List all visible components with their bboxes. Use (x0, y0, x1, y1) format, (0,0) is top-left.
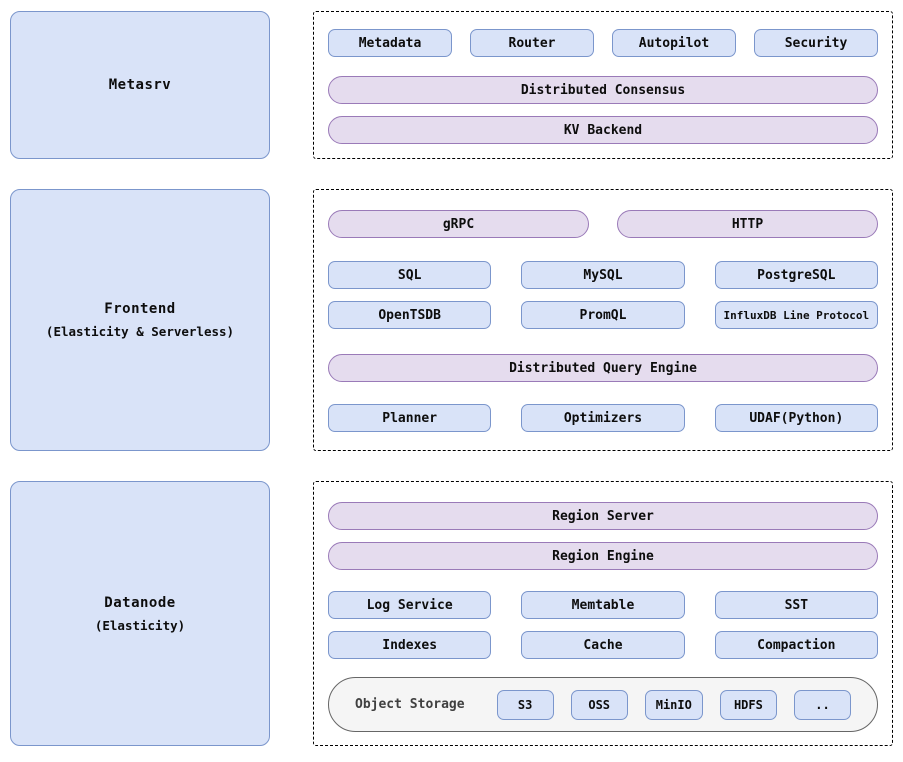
frontend-engine-parts-row: Planner Optimizers UDAF(Python) (328, 404, 878, 432)
component-box-udaf-python: UDAF(Python) (714, 404, 878, 432)
pill-kv-backend: KV Backend (328, 116, 878, 144)
storage-box-hdfs: HDFS (719, 689, 777, 720)
component-box-autopilot: Autopilot (612, 29, 736, 57)
pill-grpc: gRPC (328, 210, 589, 238)
object-storage-options: S3 OSS MinIO HDFS .. (496, 689, 852, 720)
component-box-promql: PromQL (521, 301, 685, 329)
pill-region-engine: Region Engine (328, 542, 878, 570)
frontend-protocols-row2: OpenTSDB PromQL InfluxDB Line Protocol (328, 301, 878, 329)
pill-http: HTTP (617, 210, 878, 238)
metasrv-title: Metasrv (108, 77, 172, 93)
metasrv-node: Metasrv (10, 11, 270, 159)
datanode-node: Datanode (Elasticity) (10, 481, 270, 746)
storage-box-oss: OSS (570, 689, 628, 720)
component-box-sst: SST (714, 591, 878, 619)
component-box-planner: Planner (328, 404, 492, 432)
component-box-metadata: Metadata (328, 29, 452, 57)
component-box-indexes: Indexes (328, 631, 492, 659)
object-storage-container: Object Storage S3 OSS MinIO HDFS .. (328, 677, 878, 732)
component-box-cache: Cache (521, 631, 685, 659)
component-box-compaction: Compaction (714, 631, 878, 659)
component-box-influxdb-line-protocol: InfluxDB Line Protocol (714, 301, 878, 329)
frontend-transport-row: gRPC HTTP (328, 210, 878, 238)
frontend-title: Frontend (104, 301, 176, 317)
component-box-sql: SQL (328, 261, 492, 289)
component-box-optimizers: Optimizers (521, 404, 685, 432)
frontend-node: Frontend (Elasticity & Serverless) (10, 189, 270, 451)
component-box-postgresql: PostgreSQL (714, 261, 878, 289)
architecture-diagram: Metasrv Metadata Router Autopilot Securi… (10, 11, 893, 746)
datanode-panel: Region Server Region Engine Log Service … (313, 481, 893, 746)
pill-region-server: Region Server (328, 502, 878, 530)
storage-box-s3: S3 (496, 689, 554, 720)
component-box-log-service: Log Service (328, 591, 492, 619)
component-box-mysql: MySQL (521, 261, 685, 289)
component-box-security: Security (754, 29, 878, 57)
storage-box-others: .. (793, 689, 852, 720)
metasrv-components-row: Metadata Router Autopilot Security (328, 29, 878, 57)
metasrv-panel: Metadata Router Autopilot Security Distr… (313, 11, 893, 159)
datanode-title: Datanode (104, 594, 176, 611)
pill-distributed-consensus: Distributed Consensus (328, 76, 878, 104)
datanode-subtitle: (Elasticity) (94, 617, 186, 633)
component-box-memtable: Memtable (521, 591, 685, 619)
datanode-components-row1: Log Service Memtable SST (328, 591, 878, 619)
frontend-subtitle: (Elasticity & Serverless) (45, 324, 235, 339)
storage-box-minio: MinIO (644, 689, 703, 720)
frontend-panel: gRPC HTTP SQL MySQL PostgreSQL OpenTSDB … (313, 189, 893, 451)
component-box-router: Router (470, 29, 594, 57)
object-storage-label: Object Storage (355, 697, 465, 712)
datanode-components-row2: Indexes Cache Compaction (328, 631, 878, 659)
frontend-protocols-row1: SQL MySQL PostgreSQL (328, 261, 878, 289)
component-box-opentsdb: OpenTSDB (328, 301, 492, 329)
pill-distributed-query-engine: Distributed Query Engine (328, 354, 878, 382)
